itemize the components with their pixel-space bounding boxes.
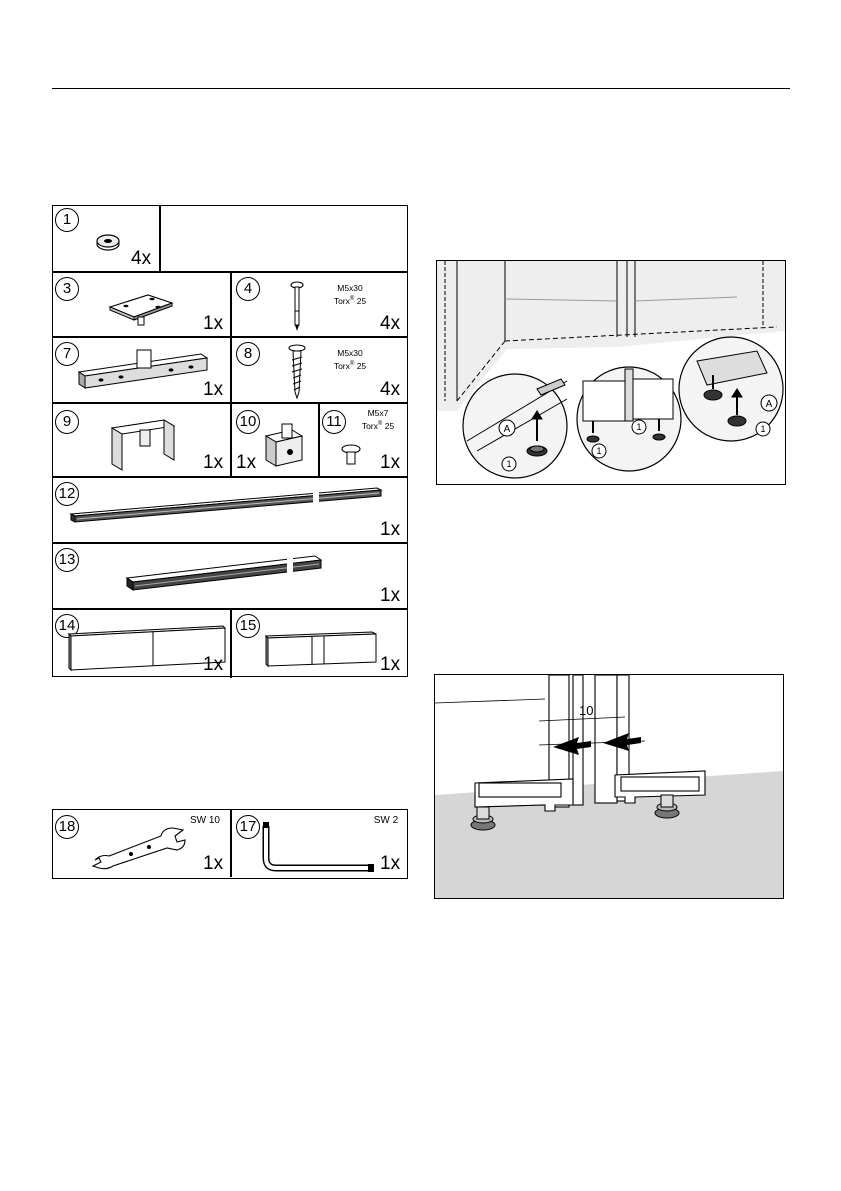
part-14: 14 1x [53,608,230,678]
part-spec: M5x30 Torx® 25 [320,283,380,307]
u-bracket-icon [108,416,178,472]
part-quantity: 1x [380,452,400,474]
callout-1-label: 1 [596,446,601,456]
tools-list: 18 SW 10 1x 17 SW 2 1x [52,809,408,879]
gap-spacing-drawing: 10 [435,675,783,898]
part-7: 7 1x [53,336,230,402]
short-screw-icon [340,444,362,468]
part-quantity: 4x [380,313,400,335]
part-4: 4 M5x30 Torx® 25 4x [230,271,409,336]
part-3: 3 1x [53,271,230,336]
tool-number: 18 [55,815,79,839]
parts-list: 1 4x 3 1x 4 M5x30 T [52,205,408,677]
callout-1-label: 1 [760,424,765,434]
profile-rail-icon [125,550,325,594]
callout-a-label: A [504,424,511,435]
part-quantity: 1x [203,313,223,335]
part-number: 11 [322,410,346,434]
part-number: 1 [55,208,79,232]
tool-number: 17 [236,815,260,839]
long-profile-rail-icon [69,484,385,526]
part-15: 15 1x [230,608,409,678]
callout-1-label: 1 [636,422,641,432]
header-rule [52,88,790,89]
part-number: 8 [236,342,260,366]
part-number: 4 [236,277,260,301]
appliance-base-drawing: A 1 1 1 [437,261,785,484]
part-number: 15 [236,614,260,638]
part-11: 11 M5x7 Torx® 25 1x [318,402,409,476]
appliance-gap-illustration: 10 [434,674,784,899]
tool-quantity: 1x [203,853,223,875]
part-quantity: 1x [203,654,223,676]
part-quantity: 1x [380,519,400,541]
hex-key-icon [260,822,380,872]
mounting-plate-icon [108,289,178,327]
part-8: 8 M5x30 Torx® 25 4x [230,336,409,402]
part-quantity: 1x [203,452,223,474]
gap-dimension-label: 10 [579,703,593,718]
callout-a-label: A [766,399,773,410]
nut-icon [95,232,127,254]
part-1: 1 4x [53,206,159,271]
part-quantity: 1x [380,654,400,676]
part-quantity: 1x [236,452,256,474]
leveling-feet-illustration: A 1 1 1 [436,260,786,485]
part-12: 12 1x [53,476,409,542]
tool-18: 18 SW 10 1x [53,810,230,877]
part-number: 10 [236,410,260,434]
tool-quantity: 1x [380,853,400,875]
wood-screw-icon [287,344,307,400]
part-number: 13 [55,548,79,572]
part-quantity: 4x [131,248,151,270]
callout-1-label: 1 [506,459,511,469]
col-divider [159,206,161,271]
rail-bracket-icon [75,348,215,392]
part-spec: M5x30 Torx® 25 [320,348,380,372]
tool-17: 17 SW 2 1x [230,810,409,877]
short-trim-panel-icon [262,626,382,670]
part-quantity: 1x [203,379,223,401]
part-13: 13 1x [53,542,409,608]
part-quantity: 4x [380,379,400,401]
part-10: 10 1x [230,402,318,476]
clip-icon [262,420,306,470]
screw-icon [290,281,304,333]
part-number: 9 [55,410,79,434]
part-spec: M5x7 Torx® 25 [348,408,408,432]
part-9: 9 1x [53,402,230,476]
part-quantity: 1x [380,585,400,607]
part-number: 3 [55,277,79,301]
wrench-icon [91,824,191,870]
